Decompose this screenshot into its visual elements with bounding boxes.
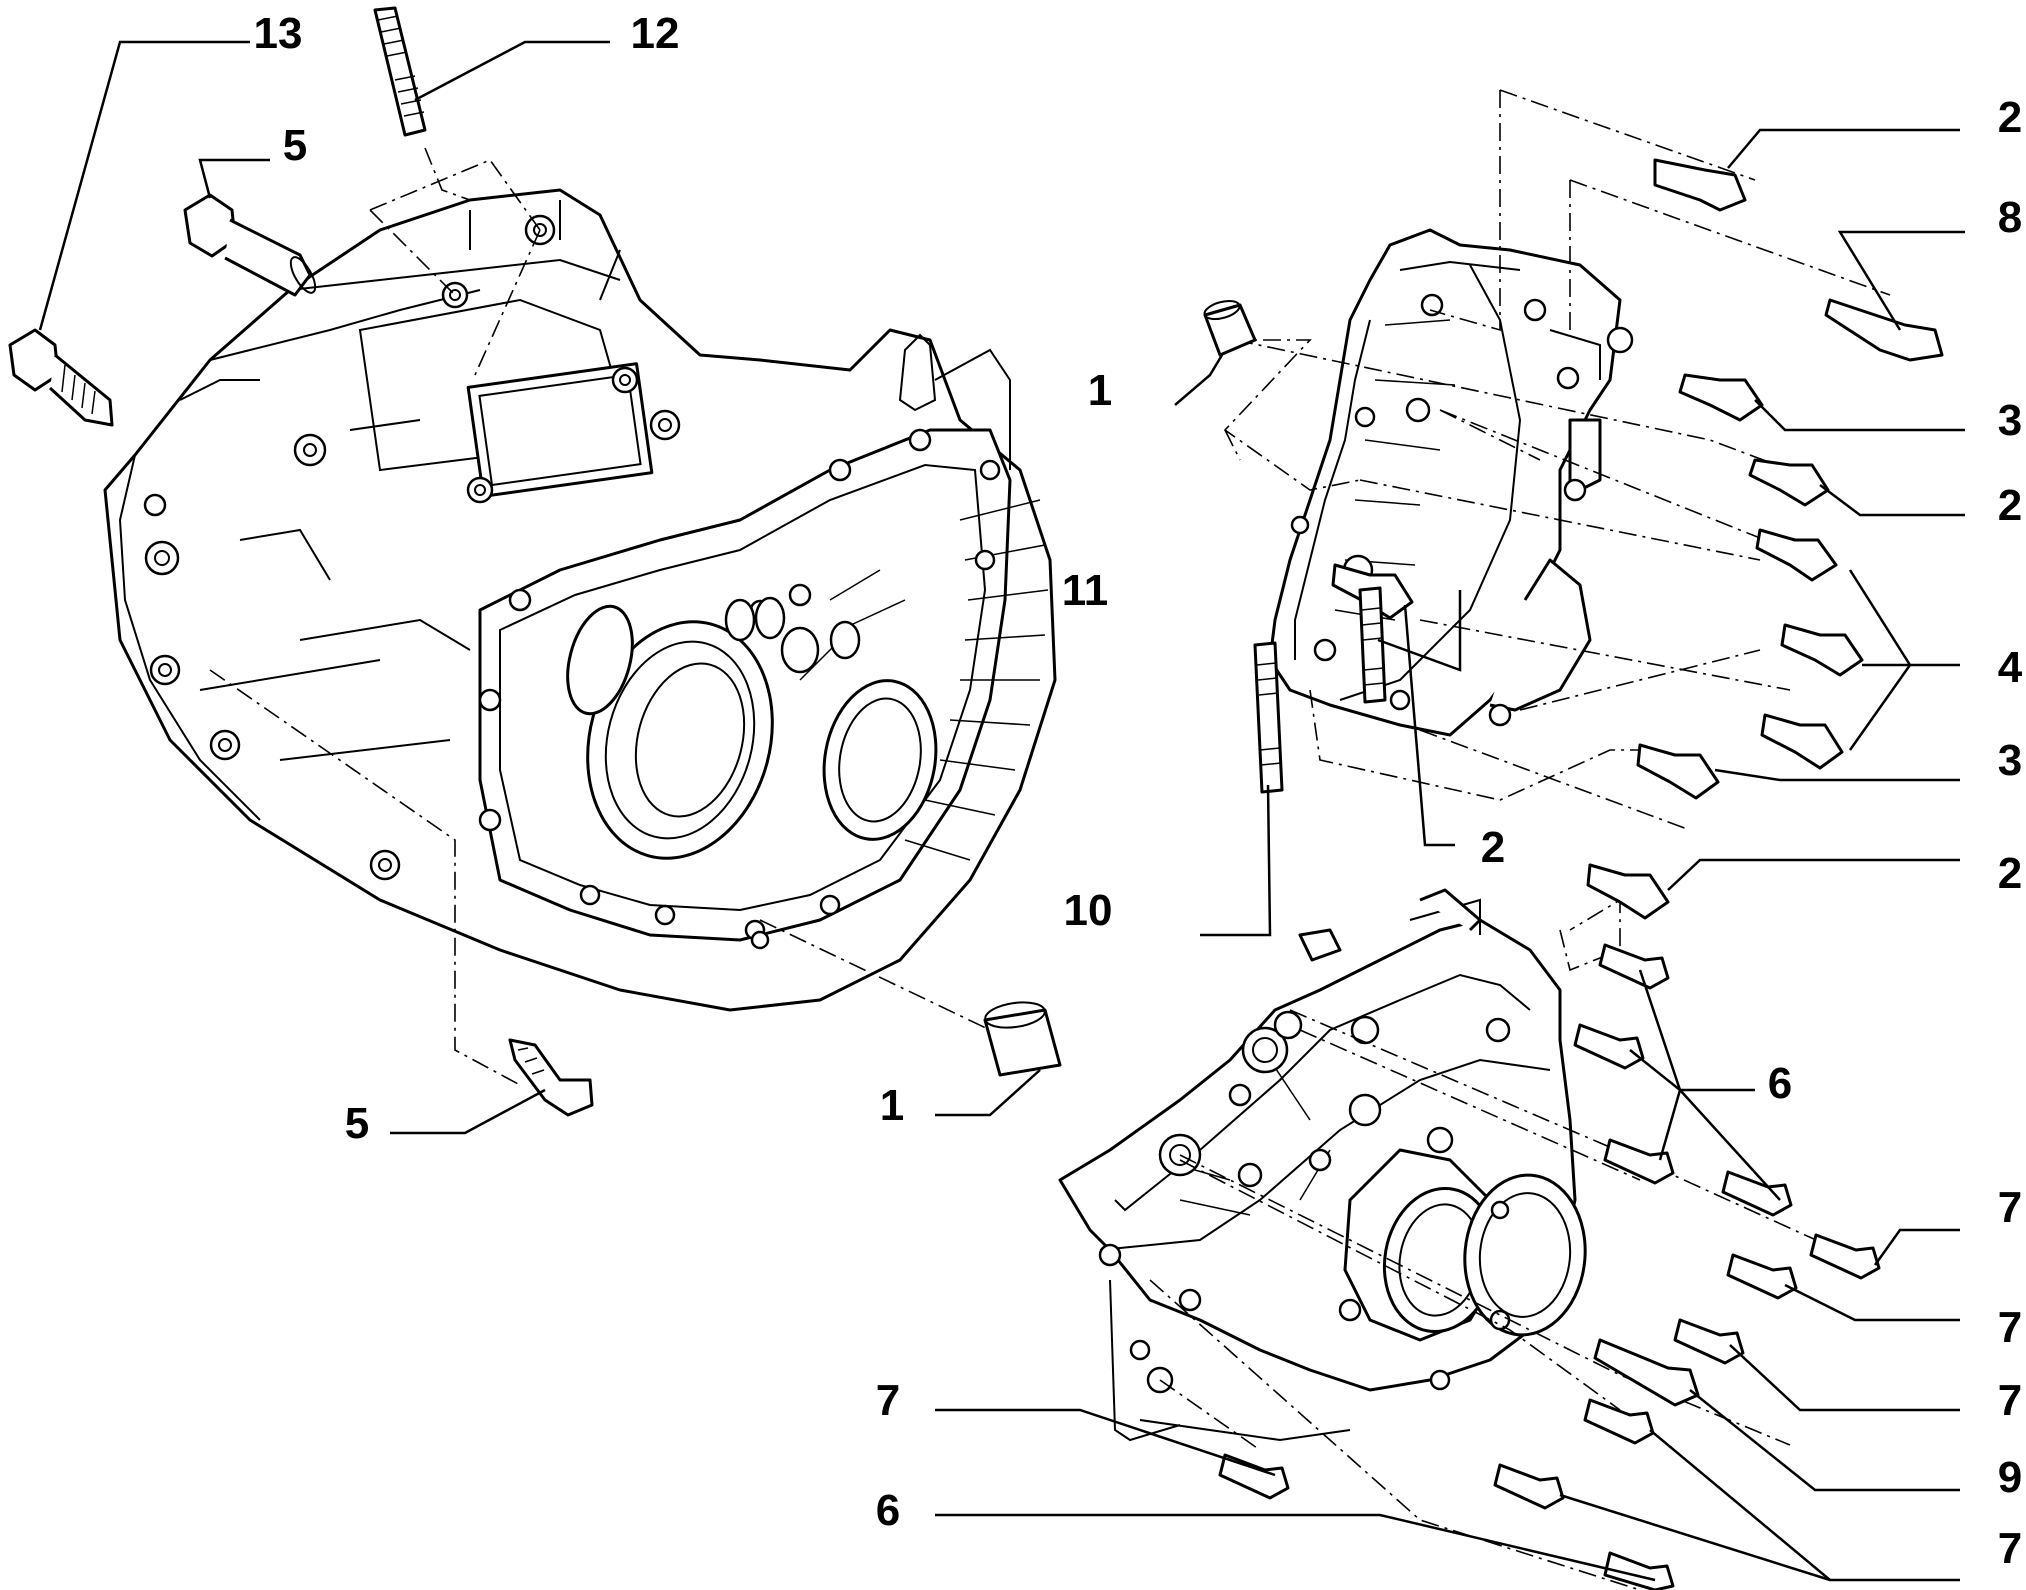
bolt-2-a [1653, 158, 1747, 212]
bolt-7-c [1673, 1318, 1745, 1365]
callout-3-a: 3 [1998, 396, 2022, 445]
bolt-4-a [1755, 528, 1838, 582]
leader-lines [38, 40, 1965, 1582]
callout-7-a: 7 [1998, 1183, 2022, 1232]
bolt-7-d [1583, 1398, 1655, 1445]
callout-1-upper: 1 [1088, 366, 1112, 415]
bolt-6-a [1598, 943, 1670, 990]
gear-housing [1058, 888, 1587, 1442]
callout-5-lower: 5 [345, 1099, 369, 1148]
bolt-7-f [1218, 1453, 1290, 1500]
callout-6-a: 6 [1768, 1059, 1792, 1108]
callout-5-upper: 5 [283, 121, 307, 170]
callout-10: 10 [1064, 886, 1113, 935]
bolt-7-a [1809, 1233, 1881, 1280]
callout-numbers: 13 12 5 5 1 1 2 8 3 2 4 3 2 2 11 10 6 6 … [254, 9, 2023, 1573]
callout-4: 4 [1998, 643, 2023, 692]
callout-2-b: 2 [1998, 481, 2022, 530]
callout-11: 11 [1062, 566, 1109, 615]
bolt-4-b [1780, 623, 1864, 677]
rear-cover [1268, 228, 1634, 737]
bolt-3-b [1636, 743, 1720, 800]
stud-8 [1824, 298, 1944, 362]
bolt-2-b [1748, 458, 1830, 507]
bolt-13 [8, 328, 114, 427]
callout-8: 8 [1998, 193, 2022, 242]
callout-7-b: 7 [1998, 1303, 2022, 1352]
stud-9 [1593, 1338, 1700, 1407]
bolt-2-d [1586, 863, 1670, 920]
stud-10 [1253, 641, 1284, 794]
callout-3-b: 3 [1998, 736, 2022, 785]
bolt-7-e [1493, 1463, 1565, 1510]
stud-11 [1358, 586, 1387, 704]
callout-12: 12 [631, 9, 680, 58]
callout-7-c: 7 [1998, 1376, 2022, 1425]
bolt-5-upper [183, 193, 317, 297]
callout-6-b: 6 [876, 1486, 900, 1535]
callout-2-c: 2 [1481, 823, 1505, 872]
bolt-3-a [1678, 373, 1764, 422]
stud-12 [373, 6, 427, 137]
bolt-5-lower [508, 1038, 594, 1117]
callout-1-lower: 1 [880, 1081, 904, 1130]
callout-9: 9 [1998, 1453, 2022, 1502]
callout-7-e: 7 [876, 1376, 900, 1425]
bolt-6-d [1721, 1170, 1793, 1217]
bolt-4-c [1760, 713, 1844, 770]
bolt-6-b [1573, 1023, 1645, 1070]
dowel-1-lower [983, 1001, 1062, 1077]
callout-2-a: 2 [1998, 93, 2022, 142]
dowel-1-upper [1203, 299, 1257, 357]
callout-13: 13 [254, 9, 303, 58]
bolt-6-e [1603, 1551, 1675, 1590]
bolt-6-c [1603, 1138, 1675, 1185]
clutch-housing [103, 188, 1057, 1012]
callout-2-d: 2 [1998, 849, 2022, 898]
bolt-7-b [1726, 1253, 1798, 1300]
callout-7-d: 7 [1998, 1524, 2022, 1573]
